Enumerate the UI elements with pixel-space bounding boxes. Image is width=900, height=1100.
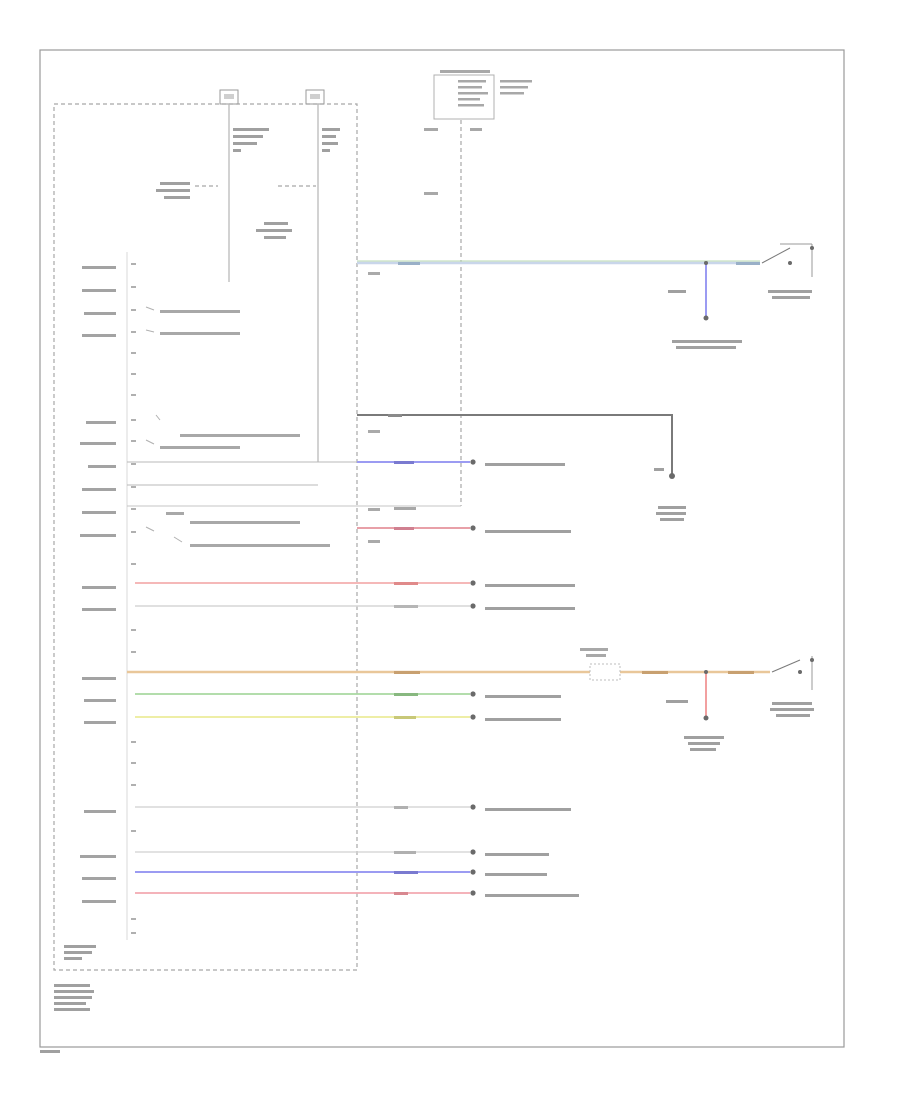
module-internal-notes — [160, 310, 330, 547]
module-subtitle-block — [54, 984, 94, 1011]
connector-right-notes — [322, 128, 340, 152]
module-pin-marks — [131, 263, 136, 934]
power-distribution-note-left — [156, 182, 190, 199]
control-module-outline — [53, 103, 358, 971]
fuse-block-top — [424, 70, 532, 195]
wire-row-5 — [127, 505, 461, 511]
wire-row-1 — [357, 243, 814, 349]
connector-right — [305, 89, 325, 105]
wire-row-9 — [127, 648, 814, 751]
wire-row-11 — [135, 714, 561, 721]
wire-row-14 — [135, 869, 547, 876]
wire-row-6 — [357, 525, 571, 543]
wire-row-8 — [135, 603, 575, 610]
module-internal-stubs — [145, 306, 183, 543]
connector-left — [219, 89, 239, 105]
diagram-frame — [39, 49, 845, 1048]
control-module-caption — [64, 945, 96, 960]
wire-row-15 — [135, 890, 579, 897]
wire-row-13 — [135, 849, 549, 856]
power-distribution-note-center — [256, 222, 292, 239]
module-terminal-labels — [80, 266, 116, 903]
wire-row-7 — [135, 580, 575, 587]
wire-row-12 — [135, 804, 571, 811]
footer-code-block — [40, 1050, 60, 1053]
connector-left-notes — [233, 128, 269, 152]
wire-row-3 — [127, 459, 565, 466]
wire-row-2 — [357, 414, 686, 521]
wire-row-10 — [135, 691, 561, 698]
